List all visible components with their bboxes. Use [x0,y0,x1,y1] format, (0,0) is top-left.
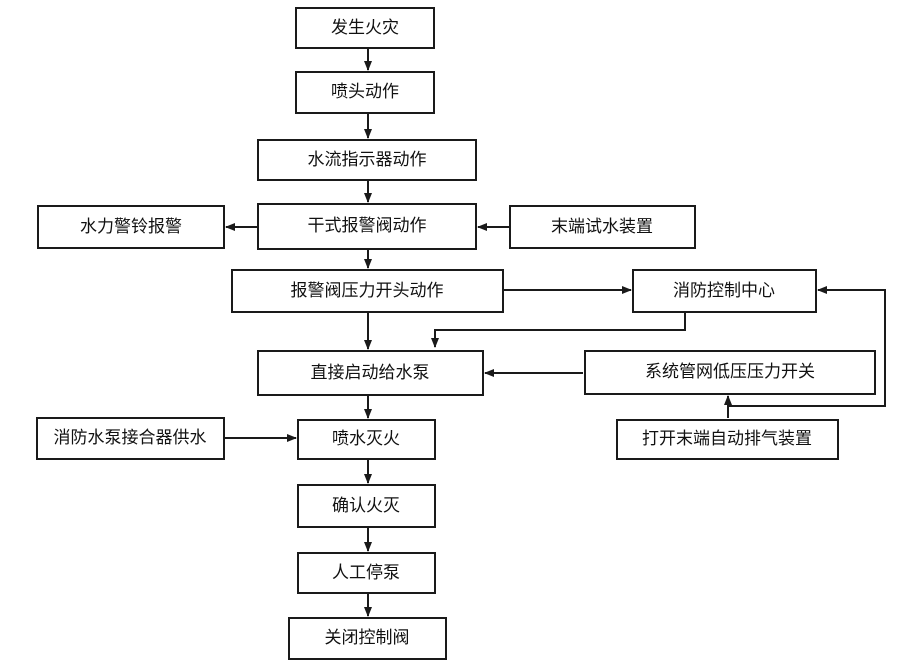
svg-text:系统管网低压压力开关: 系统管网低压压力开关 [645,362,815,382]
node-sprinkler-action: 喷头动作 [295,71,435,114]
node-alarm-bell: 水力警铃报警 [37,205,225,249]
node-fire-control-center: 消防控制中心 [632,269,817,313]
node-spray-extinguish: 喷水灭火 [297,419,436,460]
node-dry-alarm-valve: 干式报警阀动作 [257,203,477,250]
svg-text:人工停泵: 人工停泵 [332,563,400,583]
svg-text:确认火灭: 确认火灭 [332,496,400,516]
svg-text:水流指示器动作: 水流指示器动作 [308,150,427,170]
svg-text:喷头动作: 喷头动作 [331,82,399,102]
svg-text:消防控制中心: 消防控制中心 [673,281,775,301]
svg-text:水力警铃报警: 水力警铃报警 [80,217,182,237]
svg-text:消防水泵接合器供水: 消防水泵接合器供水 [54,428,207,448]
svg-text:直接启动给水泵: 直接启动给水泵 [311,363,430,383]
svg-text:喷水灭火: 喷水灭火 [332,429,400,449]
svg-text:末端试水装置: 末端试水装置 [551,217,653,237]
svg-text:干式报警阀动作: 干式报警阀动作 [308,216,427,236]
node-fire-occurs: 发生火灾 [295,7,435,49]
node-pump-connector: 消防水泵接合器供水 [36,417,225,460]
node-pressure-switch: 报警阀压力开头动作 [231,269,504,313]
node-low-pressure-switch: 系统管网低压压力开关 [584,350,876,395]
node-open-vent: 打开末端自动排气装置 [616,419,839,460]
svg-text:关闭控制阀: 关闭控制阀 [325,628,410,648]
svg-text:发生火灾: 发生火灾 [331,18,399,38]
edge-loop-to-control-center [728,286,886,407]
node-close-valve: 关闭控制阀 [288,617,447,660]
svg-text:打开末端自动排气装置: 打开末端自动排气装置 [642,429,812,449]
node-start-pump: 直接启动给水泵 [257,350,484,396]
node-end-test-device: 末端试水装置 [509,205,696,249]
node-flow-indicator: 水流指示器动作 [257,139,477,181]
edge-control-center-to-pump [431,312,686,348]
node-confirm-out: 确认火灭 [297,484,436,528]
flow-edges [224,48,886,617]
node-manual-stop: 人工停泵 [297,552,436,594]
svg-text:报警阀压力开头动作: 报警阀压力开头动作 [291,281,444,301]
